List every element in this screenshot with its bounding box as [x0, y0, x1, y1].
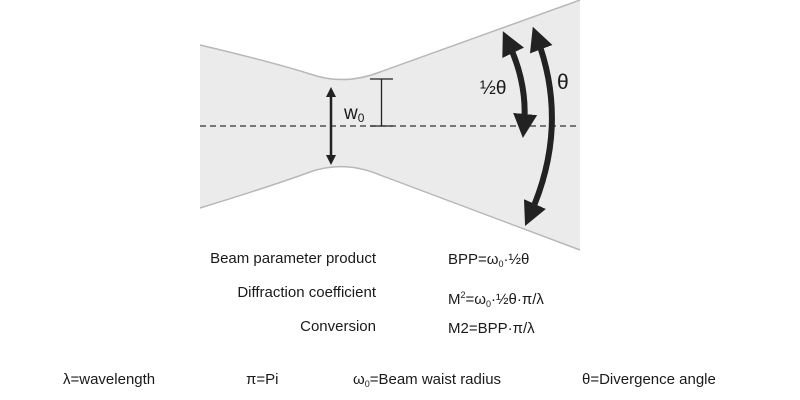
- formula-bpp-a: BPP=ω: [448, 251, 499, 268]
- formula-diffraction: M2=ω0·½θ·π/λ: [448, 286, 544, 313]
- waist-radius-bracket: [370, 78, 393, 127]
- formula-conversion: M2=BPP·π/λ: [448, 320, 535, 337]
- formula-diffraction-sub: 0: [486, 299, 492, 309]
- formula-bpp-sub: 0: [498, 259, 504, 269]
- beam-edge-bottom: [199, 165, 581, 251]
- legend-omega-b: =Beam waist radius: [369, 371, 502, 388]
- formula-diffraction-b: =ω: [465, 291, 486, 308]
- legend-pi: π=Pi: [246, 371, 279, 388]
- waist-label-sub: 0: [357, 111, 365, 125]
- row-label-bpp: Beam parameter product: [210, 250, 376, 267]
- formula-bpp-b: ·½θ: [503, 251, 530, 268]
- legend-lambda: λ=wavelength: [63, 371, 156, 388]
- waist-label: w0: [344, 103, 364, 129]
- theta-label: θ: [557, 71, 569, 94]
- legend-omega-sub: 0: [364, 379, 370, 389]
- formula-diffraction-a: M: [448, 291, 461, 308]
- formula-bpp: BPP=ω0·½θ: [448, 251, 529, 273]
- formula-diffraction-c: ·½θ·π/λ: [491, 291, 544, 308]
- row-label-diffraction: Diffraction coefficient: [237, 284, 376, 301]
- legend-theta: θ=Divergence angle: [582, 371, 716, 388]
- half-theta-label: ½θ: [480, 78, 507, 99]
- legend-omega-a: ω: [353, 371, 365, 388]
- beam-envelope: [200, 0, 580, 250]
- beam-edge-top: [199, 0, 581, 81]
- legend-omega: ω0=Beam waist radius: [353, 371, 501, 393]
- waist-label-main: w: [344, 103, 358, 124]
- theta-arc-arrow: [523, 26, 555, 226]
- formula-diffraction-sup: 2: [460, 290, 466, 300]
- row-label-conversion: Conversion: [300, 318, 376, 335]
